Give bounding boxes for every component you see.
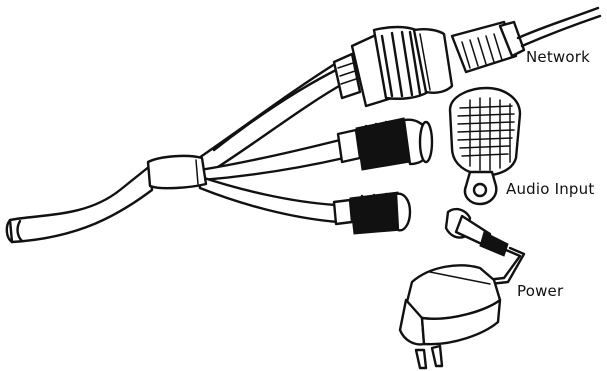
audio-input-label: Audio Input [506, 180, 594, 198]
power-adapter-icon [400, 265, 500, 368]
network-connector [334, 27, 452, 106]
branch-cables [196, 62, 346, 222]
split-sleeve [148, 156, 206, 188]
power-label: Power [517, 282, 563, 300]
network-label: Network [526, 48, 590, 66]
power-connector [334, 192, 410, 234]
audio-connector [338, 118, 432, 170]
main-cable [7, 166, 152, 242]
